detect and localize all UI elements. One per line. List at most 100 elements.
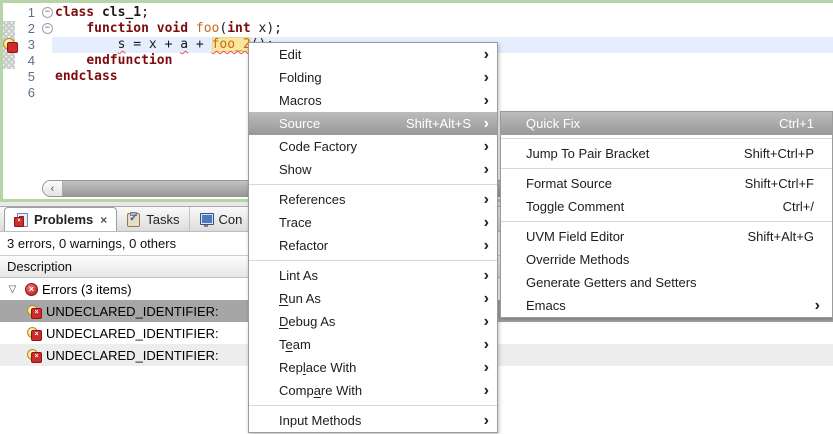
- tasks-icon: ✓: [126, 212, 141, 227]
- code-line[interactable]: function void foo(int x);: [86, 21, 283, 36]
- submenu-arrow-icon: ›: [483, 160, 489, 178]
- line-number: 5: [27, 69, 35, 84]
- menu-separator: [501, 138, 832, 139]
- line-number: 1: [27, 5, 35, 20]
- fold-collapse-icon[interactable]: −: [42, 7, 53, 18]
- menu-shortcut: Shift+Alt+G: [747, 229, 814, 244]
- menu-separator: [501, 168, 832, 169]
- menu-item-run-as[interactable]: Run As ›: [249, 287, 497, 310]
- tab-tasks[interactable]: ✓Tasks: [117, 207, 188, 231]
- menu-item-show[interactable]: Show ›: [249, 158, 497, 181]
- menu-shortcut: Ctrl+1: [778, 116, 814, 131]
- menu-shortcut: Shift+Ctrl+F: [744, 176, 814, 191]
- menu-shortcut: Ctrl+/: [782, 199, 814, 214]
- fold-cell: −: [41, 21, 55, 37]
- menu-item-label: Input Methods: [279, 413, 362, 428]
- menu-shortcut: Shift+Ctrl+P: [743, 146, 814, 161]
- fold-cell: [41, 53, 55, 69]
- submenu-arrow-icon: ›: [483, 236, 489, 254]
- submenu-arrow-icon: ›: [483, 411, 489, 429]
- menu-item-replace-with[interactable]: Replace With ›: [249, 356, 497, 379]
- tree-group-label: Errors (3 items): [42, 281, 132, 297]
- fold-cell: [41, 69, 55, 85]
- submenu-arrow-icon: ›: [483, 45, 489, 63]
- menu-item-generate-getters-and-setters[interactable]: Generate Getters and Setters: [501, 271, 832, 294]
- submenu-arrow-icon: ›: [483, 266, 489, 284]
- tab-close-icon[interactable]: ×: [100, 212, 108, 227]
- menu-separator: [249, 405, 497, 406]
- submenu-arrow-icon: ›: [483, 114, 489, 132]
- menu-item-label: Replace With: [279, 360, 357, 375]
- menu-item-label: Generate Getters and Setters: [526, 275, 697, 290]
- error-badge-icon: [7, 42, 18, 53]
- menu-item-label: Source: [279, 116, 321, 131]
- menu-item-toggle-comment[interactable]: Toggle Comment Ctrl+/: [501, 195, 832, 218]
- menu-item-label: Refactor: [279, 238, 329, 253]
- submenu-arrow-icon: ›: [483, 358, 489, 376]
- menu-item-macros[interactable]: Macros›: [249, 89, 497, 112]
- menu-item-compare-with[interactable]: Compare With ›: [249, 379, 497, 402]
- menu-item-edit[interactable]: Edit ›: [249, 43, 497, 66]
- menu-item-label: Toggle Comment: [526, 199, 625, 214]
- tab-con[interactable]: Con: [188, 207, 252, 231]
- tab-label: Problems: [34, 212, 94, 227]
- submenu-arrow-icon: ›: [483, 381, 489, 399]
- menu-item-label: Folding: [279, 70, 322, 85]
- tree-expander-icon[interactable]: ▽: [8, 283, 17, 295]
- line-number: 2: [27, 21, 35, 36]
- menu-item-references[interactable]: References›: [249, 188, 497, 211]
- fold-collapse-icon[interactable]: −: [42, 23, 53, 34]
- code-line[interactable]: endfunction: [86, 53, 173, 68]
- menu-item-emacs[interactable]: Emacs›: [501, 294, 832, 317]
- quickfix-error-icon: ×: [27, 348, 42, 363]
- tab-problems[interactable]: × Problems ×: [4, 207, 118, 231]
- problem-row-label: UNDECLARED_IDENTIFIER:: [46, 347, 219, 363]
- menu-item-label: Team: [279, 337, 311, 352]
- submenu-arrow-icon: ›: [483, 91, 489, 109]
- menu-item-override-methods[interactable]: Override Methods: [501, 248, 832, 271]
- submenu-arrow-icon: ›: [483, 312, 489, 330]
- menu-item-label: Compare With: [279, 383, 363, 398]
- menu-item-team[interactable]: Team ›: [249, 333, 497, 356]
- menu-item-label: Run As: [279, 291, 321, 306]
- menu-item-input-methods[interactable]: Input Methods ›: [249, 409, 497, 432]
- menu-item-debug-as[interactable]: Debug As ›: [249, 310, 497, 333]
- menu-separator: [249, 260, 497, 261]
- quickfix-error-marker-icon[interactable]: [3, 38, 18, 53]
- menu-item-refactor[interactable]: Refactor ›: [249, 234, 497, 257]
- quickfix-error-icon: ×: [27, 326, 42, 341]
- menu-item-label: Override Methods: [526, 252, 630, 267]
- menu-separator: [501, 221, 832, 222]
- problems-icon: ×: [14, 212, 29, 227]
- menu-item-label: Jump To Pair Bracket: [526, 146, 650, 161]
- tab-label: Con: [218, 211, 243, 227]
- menu-item-label: Trace: [279, 215, 312, 230]
- menu-item-jump-to-pair-bracket[interactable]: Jump To Pair Bracket Shift+Ctrl+P: [501, 142, 832, 165]
- submenu-arrow-icon: ›: [814, 296, 820, 314]
- menu-item-trace[interactable]: Trace›: [249, 211, 497, 234]
- problem-row-label: UNDECLARED_IDENTIFIER:: [46, 303, 219, 319]
- code-area[interactable]: class cls_1; function void foo(int x); s…: [55, 5, 833, 101]
- submenu-arrow-icon: ›: [483, 335, 489, 353]
- submenu-arrow-icon: ›: [483, 68, 489, 86]
- menu-item-label: Edit: [279, 47, 302, 62]
- menu-item-folding[interactable]: Folding ›: [249, 66, 497, 89]
- menu-item-label: Show: [279, 162, 312, 177]
- menu-item-label: Debug As: [279, 314, 336, 329]
- submenu-arrow-icon: ›: [483, 289, 489, 307]
- problem-row-label: UNDECLARED_IDENTIFIER:: [46, 325, 219, 341]
- menu-item-lint-as[interactable]: Lint As›: [249, 264, 497, 287]
- code-line[interactable]: endclass: [55, 69, 118, 84]
- line-number: 3: [27, 37, 35, 52]
- menu-item-code-factory[interactable]: Code Factory›: [249, 135, 497, 158]
- menu-item-label: References: [279, 192, 346, 207]
- scroll-left-button[interactable]: ‹: [43, 181, 63, 196]
- code-line[interactable]: class cls_1;: [55, 5, 149, 20]
